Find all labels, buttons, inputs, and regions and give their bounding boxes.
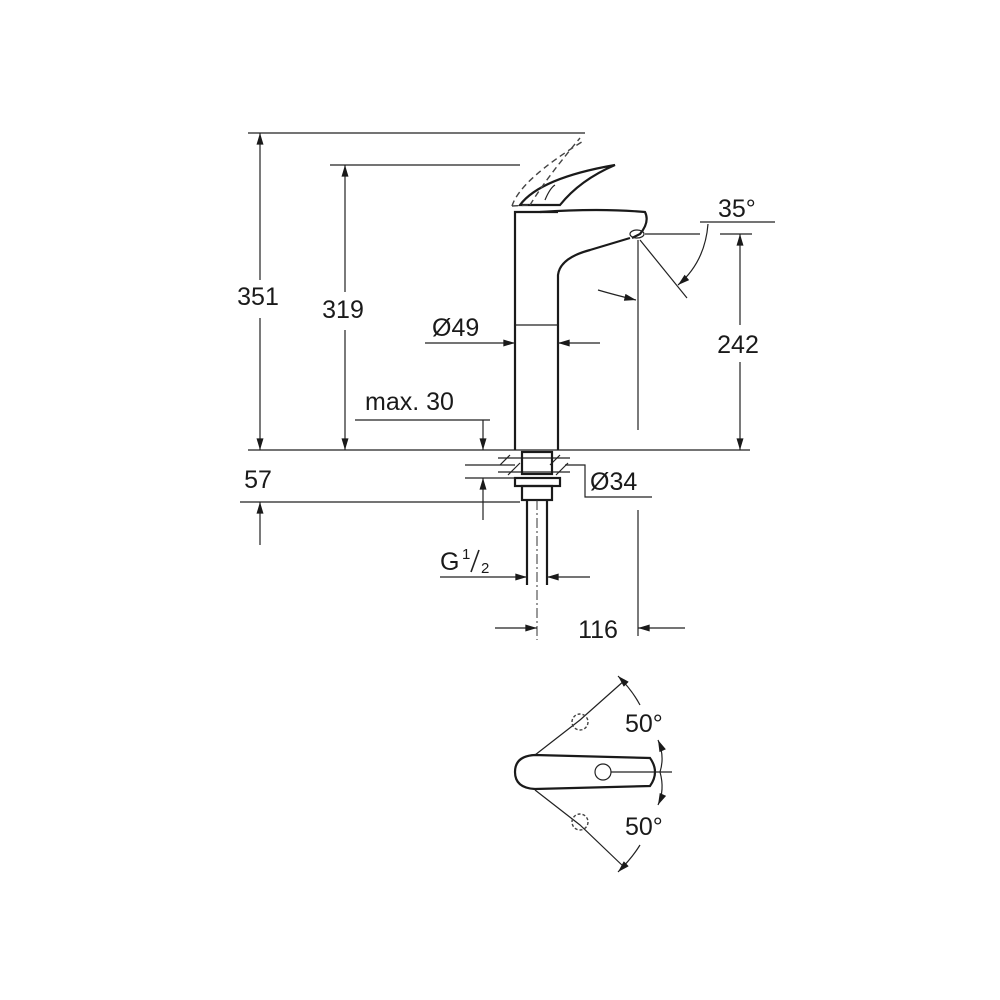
label-35-degrees: 35°	[718, 195, 756, 223]
label-thread-g: G	[440, 548, 459, 576]
label-diameter-49: Ø49	[432, 314, 479, 342]
dimension-diameter-49: Ø49	[425, 314, 600, 347]
label-max-30: max. 30	[365, 388, 454, 416]
dimension-116: 116	[495, 510, 685, 644]
label-351: 351	[237, 283, 279, 311]
thread-fraction-slash	[470, 549, 480, 573]
faucet-side-view	[511, 137, 648, 450]
dimension-351: 351	[237, 132, 585, 451]
dimension-57: 57	[240, 464, 520, 545]
dimension-diameter-34: Ø34	[565, 464, 652, 498]
label-thread-denominator: 2	[481, 560, 489, 577]
dimension-spout-angle: 35° 242	[597, 195, 775, 451]
label-57: 57	[244, 466, 272, 494]
label-diameter-34: Ø34	[590, 468, 637, 496]
faucet-top-view: 50° 50°	[513, 675, 672, 873]
dimension-max-30: max. 30	[355, 388, 490, 451]
label-319: 319	[322, 296, 364, 324]
label-116: 116	[578, 616, 618, 644]
label-50-degrees-up: 50°	[625, 710, 663, 738]
dimension-319: 319	[322, 164, 520, 451]
dimension-thread: G 1 2	[440, 546, 590, 581]
label-thread-numerator: 1	[462, 546, 470, 563]
label-242: 242	[717, 331, 759, 359]
label-50-degrees-down: 50°	[625, 813, 663, 841]
counter-mounting	[248, 449, 750, 640]
